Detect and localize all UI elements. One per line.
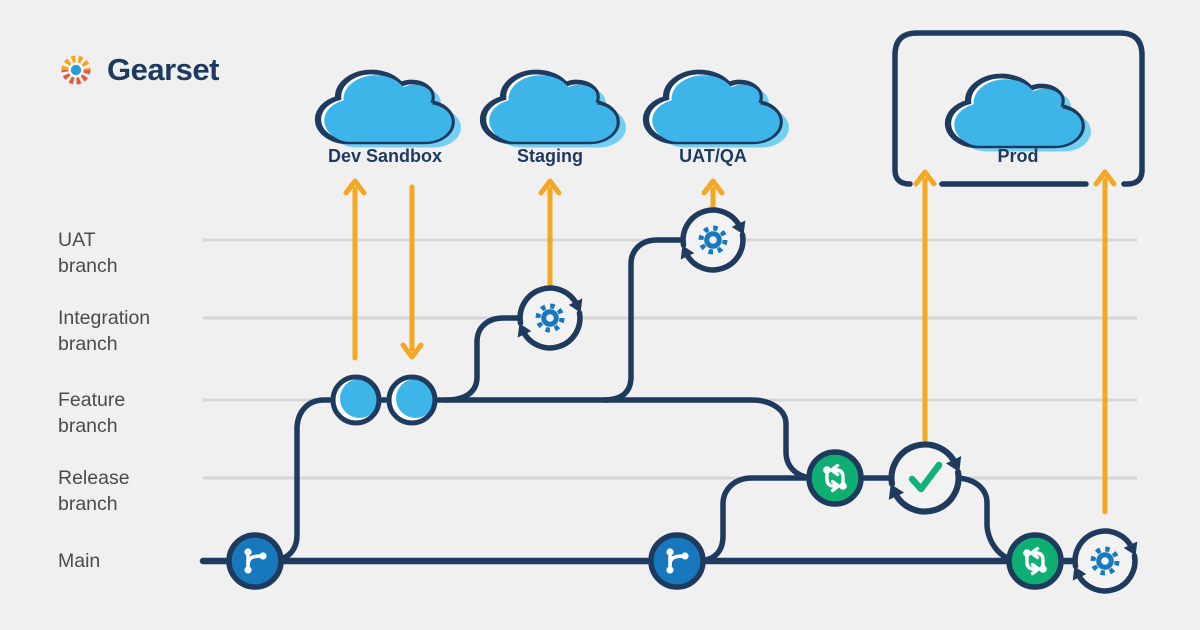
arrow-up-to-uat-qa-icon [701, 178, 725, 210]
branch-label-uat: UAT branch [58, 229, 118, 277]
cloud-staging-icon [483, 72, 626, 148]
env-label-dev-sandbox: Dev Sandbox [327, 146, 443, 166]
commit-icon [386, 374, 438, 426]
merge-compare-icon [1006, 532, 1064, 590]
commit-icon [330, 374, 382, 426]
prod-environment-box [892, 30, 1145, 187]
uat-branch-path [601, 237, 691, 403]
gear-logo-icon [61, 55, 91, 85]
release-branch-path [693, 475, 896, 564]
arrow-down-from-dev-sandbox-icon [400, 184, 424, 360]
branch-label-integration: Integration branch [58, 307, 151, 355]
arrow-up-to-prod-from-main-icon [1093, 169, 1117, 515]
arrow-up-to-dev-sandbox-icon [343, 178, 367, 361]
validated-sync-check-icon [889, 444, 961, 512]
release-to-main-merge-path [952, 475, 1024, 564]
brand-name: Gearset [107, 52, 219, 87]
integration-branch-path [443, 315, 529, 403]
deploy-arrows [343, 169, 1117, 515]
ci-sync-gear-icon-uat-qa [681, 209, 746, 271]
git-flow-lines [199, 237, 1084, 565]
cloud-dev-sandbox-icon [318, 72, 461, 148]
ci-sync-gear-icon-staging [518, 287, 583, 349]
branch-label-main: Main [58, 550, 101, 572]
gearset-logo: Gearset [56, 50, 219, 90]
ci-sync-gear-icon-prod [1073, 530, 1138, 592]
arrow-up-to-prod-from-release-icon [913, 169, 937, 443]
env-label-staging: Staging [517, 146, 583, 166]
cloud-prod-icon [948, 76, 1091, 152]
git-branch-icon [226, 532, 284, 590]
env-label-uat-qa: UAT/QA [679, 146, 747, 166]
feature-branch-path [265, 397, 833, 564]
branch-label-release: Release branch [58, 467, 130, 515]
cloud-uat-qa-icon [646, 72, 789, 148]
env-label-prod: Prod [997, 146, 1039, 166]
arrow-up-to-staging-icon [538, 178, 562, 287]
git-branch-icon [648, 532, 706, 590]
branch-label-feature: Feature branch [58, 389, 126, 437]
branch-lane-lines [203, 238, 1137, 480]
merge-compare-icon [806, 449, 864, 507]
